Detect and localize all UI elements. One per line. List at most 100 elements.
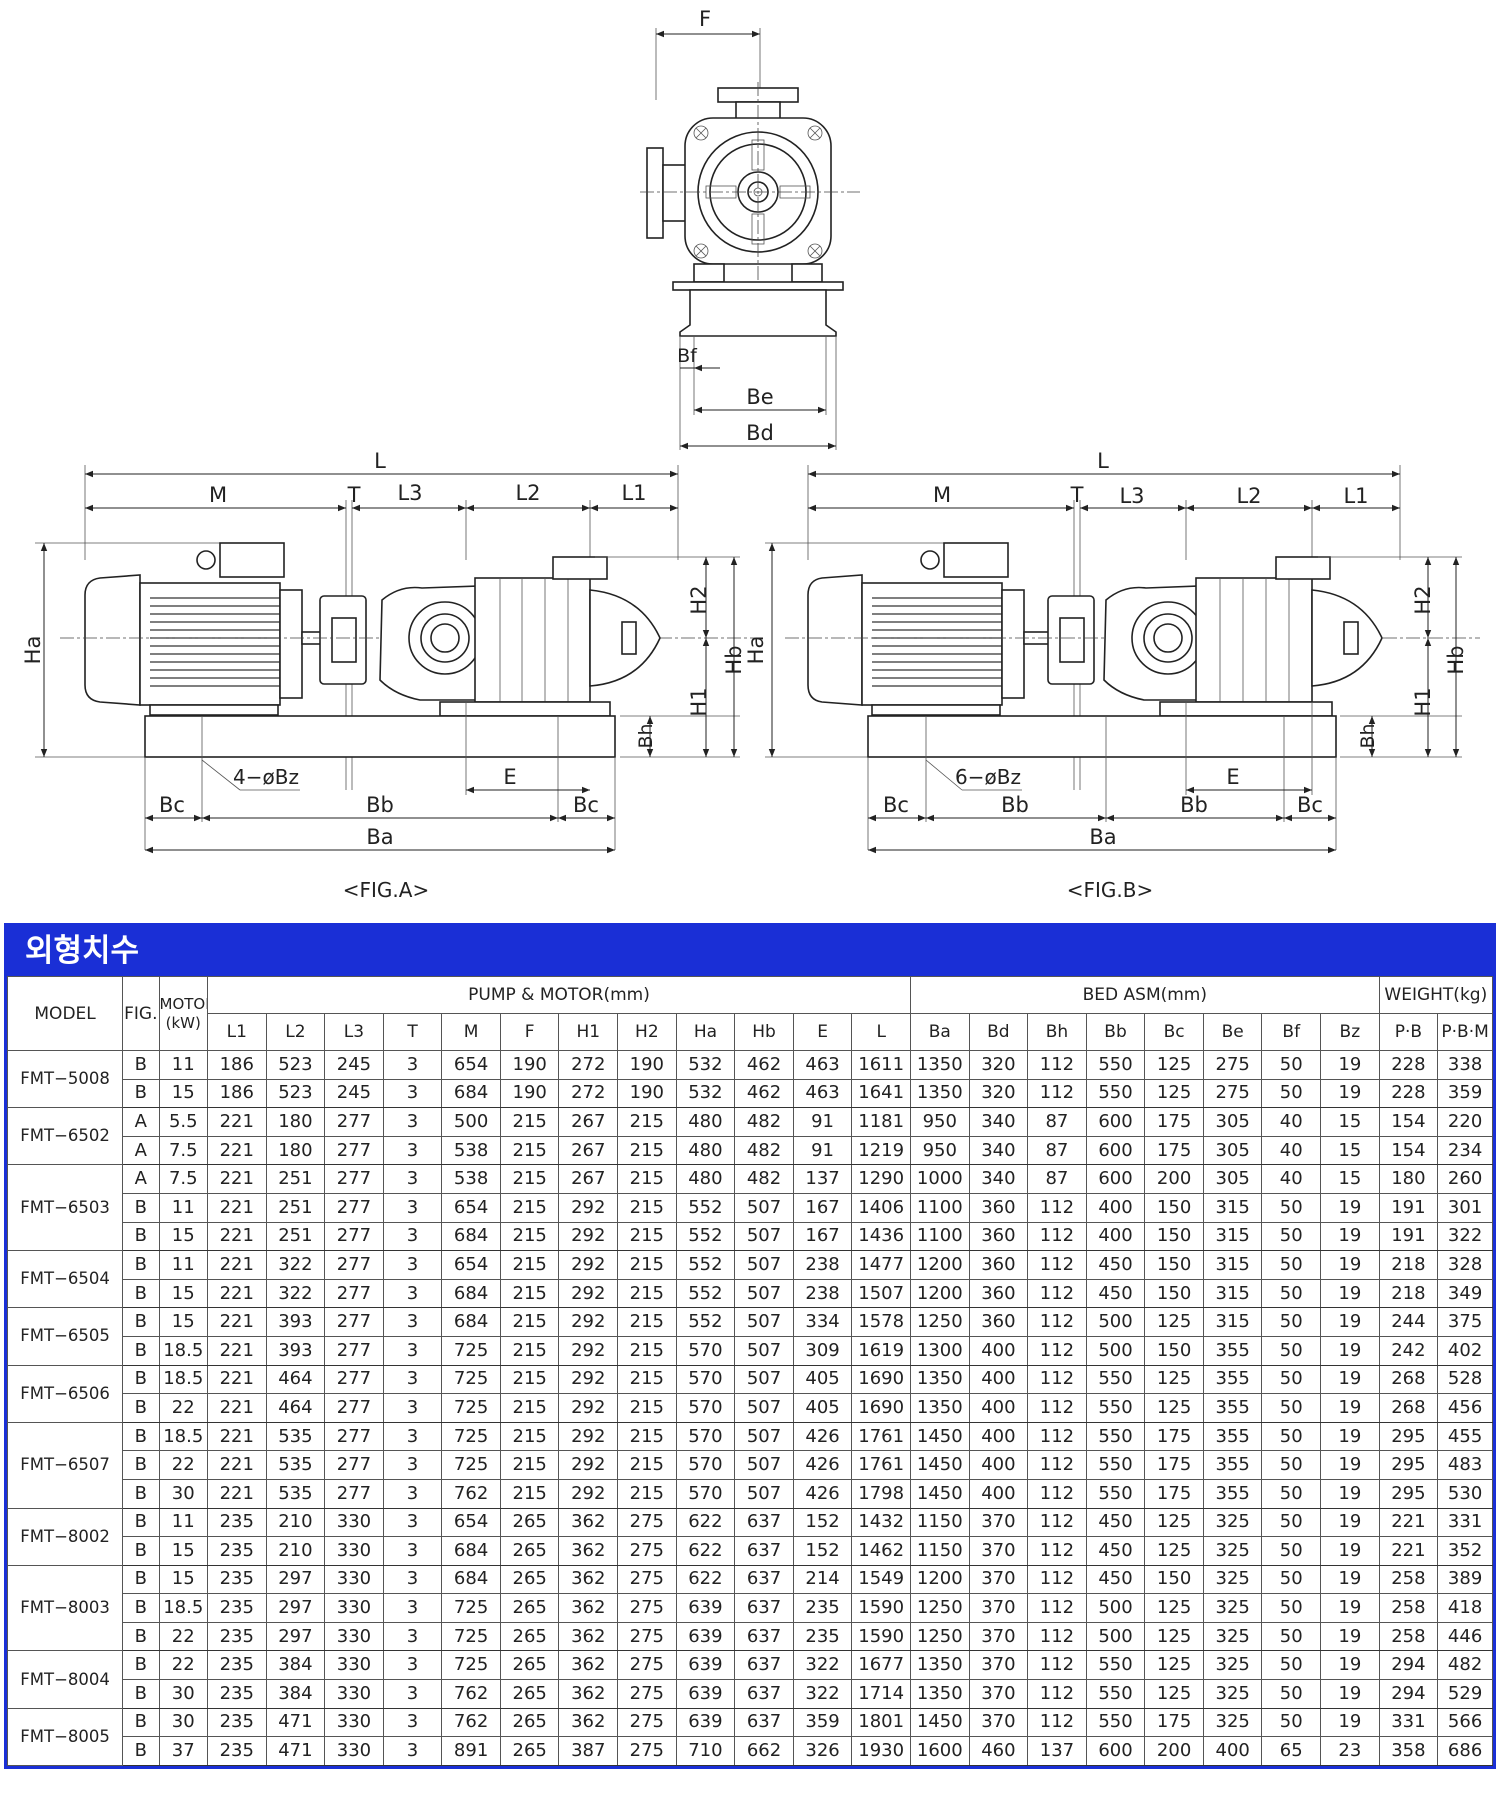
table-cell: 125 [1144,1078,1204,1109]
table-cell: 277 [324,1164,384,1194]
table-cell: 275 [1202,1078,1263,1109]
fig-a-dim-M: M [209,483,227,507]
fig-a-dim-Ba: Ba [366,825,393,849]
table-cell: 550 [1085,1364,1146,1395]
table-cell: 265 [499,1536,560,1566]
table-cell: 352 [1437,1536,1493,1566]
table-cell: 30 [158,1478,209,1509]
table-cell: 1477 [851,1250,911,1280]
table-cell: 7.5 [158,1164,209,1194]
table-cell: 112 [1027,1507,1087,1538]
table-cell: 275 [617,1593,677,1623]
table-cell: 112 [1027,1250,1087,1280]
table-cell: 268 [1378,1393,1439,1423]
column-header: E [792,1013,853,1051]
table-cell: 22 [158,1393,209,1423]
table-cell: 550 [1085,1450,1146,1480]
table-cell: 464 [265,1393,326,1423]
table-cell: 150 [1144,1192,1204,1223]
table-cell: 3 [382,1536,443,1566]
table-cell: 221 [207,1307,267,1337]
table-cell: 389 [1437,1564,1493,1595]
table-cell: 11 [158,1507,209,1538]
column-header: Ba [910,1013,970,1051]
table-cell: 180 [1378,1164,1439,1194]
table-cell: 450 [1085,1536,1146,1566]
table-cell: 15 [158,1307,209,1337]
table-cell: 1290 [851,1164,911,1194]
table-cell: B [122,1621,160,1652]
column-header: L3 [324,1013,384,1051]
column-header: Bz [1320,1013,1380,1051]
table-cell: B [122,1192,160,1223]
table-cell: 221 [207,1221,267,1252]
table-cell: 570 [675,1335,736,1366]
table-cell: 137 [1027,1736,1087,1766]
model-cell: FMT−6503 [6,1164,124,1252]
model-cell: FMT−8005 [6,1707,124,1766]
table-cell: 450 [1085,1250,1146,1280]
table-cell: 552 [675,1221,736,1252]
table-cell: 221 [207,1107,267,1137]
table-cell: 5.5 [158,1107,209,1137]
table-cell: 355 [1202,1450,1263,1480]
table-cell: 191 [1378,1221,1439,1252]
table-cell: 710 [675,1736,736,1766]
table-cell: 7.5 [158,1135,209,1166]
table-cell: 221 [207,1478,267,1509]
table-cell: 154 [1378,1107,1439,1137]
table-title: 외형치수 [7,926,1493,976]
table-cell: 331 [1378,1707,1439,1738]
table-cell: 570 [675,1450,736,1480]
column-header: H1 [558,1013,619,1051]
table-cell: 1507 [851,1278,911,1309]
table-cell: 294 [1378,1650,1439,1681]
table-cell: 3 [382,1621,443,1652]
table-cell: 40 [1261,1107,1322,1137]
table-cell: 507 [734,1221,794,1252]
table-cell: 762 [441,1478,501,1509]
table-cell: 260 [1437,1164,1493,1194]
table-cell: 292 [558,1278,619,1309]
table-cell: 3 [382,1250,443,1280]
table-cell: 277 [324,1107,384,1137]
table-cell: B [122,1736,160,1766]
table-cell: 507 [734,1192,794,1223]
table-cell: 1578 [851,1307,911,1337]
table-cell: 19 [1320,1335,1380,1366]
table-cell: 277 [324,1364,384,1395]
table-cell: 570 [675,1421,736,1452]
table-cell: 535 [265,1450,326,1480]
table-cell: 600 [1085,1107,1146,1137]
table-cell: 125 [1144,1393,1204,1423]
table-cell: 370 [968,1679,1029,1709]
table-cell: 384 [265,1679,326,1709]
table-cell: 15 [1320,1107,1380,1137]
table-cell: 552 [675,1307,736,1337]
table-cell: 112 [1027,1593,1087,1623]
table-cell: 330 [324,1593,384,1623]
table-cell: 65 [1261,1736,1322,1766]
table-cell: 686 [1437,1736,1493,1766]
table-cell: 125 [1144,1679,1204,1709]
table-cell: 112 [1027,1621,1087,1652]
fig-b-drawing: L M T L3 L2 L1 Ha [744,449,1480,902]
table-cell: 370 [968,1621,1029,1652]
table-cell: 507 [734,1421,794,1452]
table-cell: 3 [382,1736,443,1766]
table-cell: 19 [1320,1050,1380,1080]
table-cell: 637 [734,1593,794,1623]
fig-a-caption: <FIG.A> [343,878,429,902]
table-cell: 150 [1144,1250,1204,1280]
header-bed: BED ASM(mm) [910,976,1380,1014]
fig-b-dim-M: M [933,483,951,507]
table-cell: 125 [1144,1307,1204,1337]
table-cell: 275 [617,1679,677,1709]
table-cell: 322 [1437,1221,1493,1252]
header-pump-motor: PUMP & MOTOR(mm) [207,976,911,1014]
